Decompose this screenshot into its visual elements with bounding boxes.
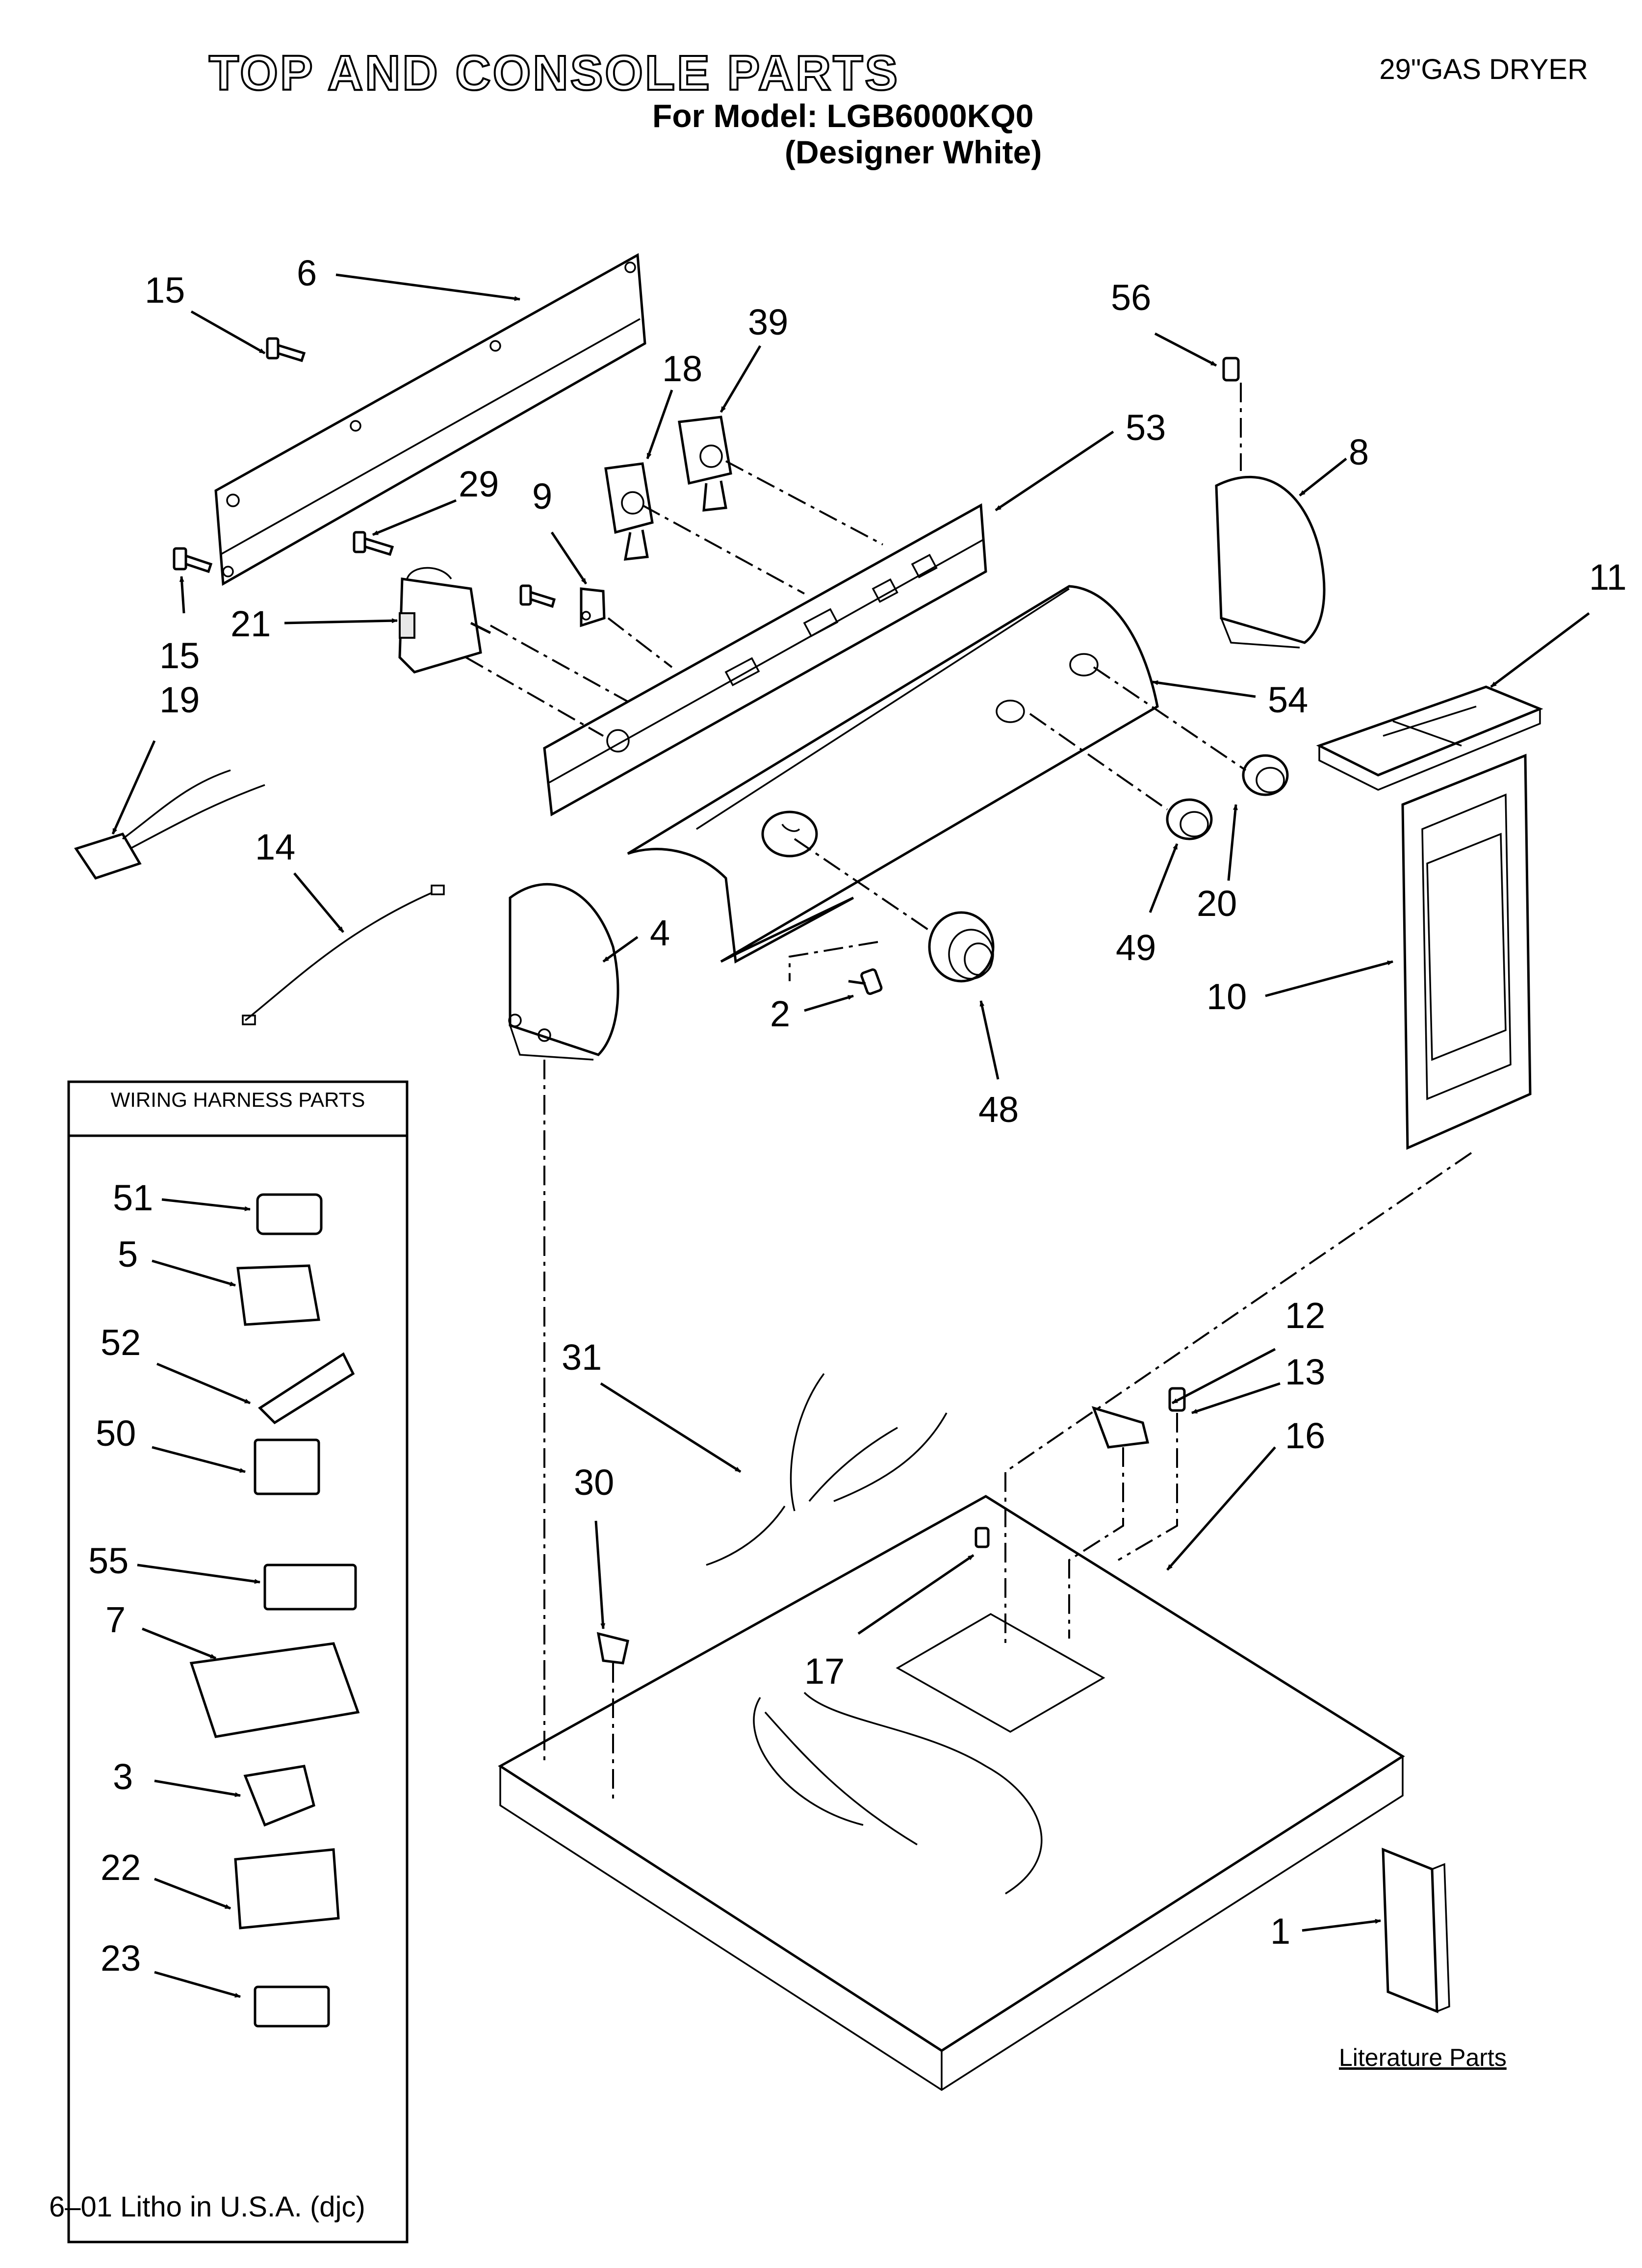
callout-23: 23 [101,1938,141,1979]
callout-18: 18 [662,348,703,389]
callout-10: 10 [1206,976,1247,1017]
callout-53: 53 [1126,407,1166,448]
model-line: For Model: LGB6000KQ0 [652,98,1034,134]
callout-15-upper: 15 [145,270,185,311]
connector-part-55 [263,1564,357,1611]
clip-part-30 [596,1632,629,1665]
connector-part-51 [256,1193,323,1235]
callout-5: 5 [118,1234,138,1275]
rear-bracket-part-6 [214,253,646,586]
callout-11: 11 [1589,557,1627,598]
model-variant: (Designer White) [785,134,1042,170]
housing-part-22 [234,1848,340,1929]
housing-part-50 [254,1438,320,1495]
callout-7: 7 [105,1599,126,1640]
callout-52: 52 [101,1322,141,1363]
screw-part-56 [1222,357,1240,382]
callout-leaders [111,273,1590,1998]
screw-part-2 [848,968,883,995]
callout-21: 21 [231,603,271,644]
knob-part-49 [1166,798,1213,840]
callout-1: 1 [1270,1911,1291,1952]
knob-part-20 [1242,754,1289,796]
clip-part-5 [236,1264,320,1326]
callout-50: 50 [96,1413,136,1454]
connector-part-23 [254,1985,330,2028]
callout-49: 49 [1116,927,1156,968]
callout-15-lower: 15 [159,635,200,676]
callout-55: 55 [88,1540,129,1581]
callout-8: 8 [1349,432,1369,472]
callout-19: 19 [159,679,200,720]
terminal-part-52 [258,1352,355,1425]
callout-12: 12 [1285,1295,1326,1336]
clip-part-3 [243,1765,315,1827]
literature-parts-label: Literature Parts [1339,2044,1507,2071]
wire-harness-bundle-part-31 [706,1373,1043,1895]
callout-17: 17 [804,1651,845,1692]
callout-56: 56 [1111,277,1152,318]
harness-parts-icons [189,1193,360,2028]
alignment-lines [465,383,1472,1800]
callout-48: 48 [978,1089,1019,1130]
callout-39: 39 [748,302,789,342]
harness-connector-part-19 [74,769,265,880]
callout-6: 6 [297,253,317,293]
screw-part-29 [353,531,394,556]
end-cap-part-8 [1215,475,1326,649]
wire-part-14 [242,885,445,1025]
print-footer: 6–01 Litho in U.S.A. (djc) [49,2191,365,2223]
callout-16: 16 [1285,1415,1326,1456]
callout-29: 29 [459,464,499,504]
callout-13: 13 [1285,1352,1326,1392]
callout-3: 3 [113,1756,133,1797]
screw-part-15-upper [266,337,306,363]
control-panel-part-53 [543,503,987,817]
wiring-harness-box [67,1080,409,2243]
callout-54: 54 [1268,679,1308,720]
callout-20: 20 [1197,883,1237,924]
switch-part-39 [678,416,732,512]
screw-part-17 [975,1527,990,1548]
switch-part-18 [604,462,654,561]
callout-22: 22 [101,1847,141,1888]
callout-51: 51 [113,1177,154,1218]
lint-filter-part-11 [1316,685,1543,791]
callout-31: 31 [562,1337,602,1378]
literature-part-1 [1382,1848,1438,2013]
timer-part-21 [398,567,491,674]
dryer-type-label: 29"GAS DRYER [1379,53,1588,85]
lint-housing-part-10 [1401,754,1532,1150]
callout-4: 4 [650,912,670,953]
knob-part-48 [928,911,995,983]
callout-14: 14 [255,827,296,867]
callout-9: 9 [532,476,553,517]
connector-part-7 [189,1642,360,1738]
end-cap-part-4 [508,883,619,1061]
callout-2: 2 [770,993,791,1034]
callout-30: 30 [574,1462,615,1503]
screw-and-bracket-part-9 [519,584,606,627]
bracket-part-12 [1091,1406,1150,1449]
screw-part-15-lower [173,547,213,574]
top-panel-part-16 [498,1495,1405,2091]
page-title: TOP AND CONSOLE PARTS [208,45,900,102]
harness-box-title: WIRING HARNESS PARTS [110,1088,365,1111]
